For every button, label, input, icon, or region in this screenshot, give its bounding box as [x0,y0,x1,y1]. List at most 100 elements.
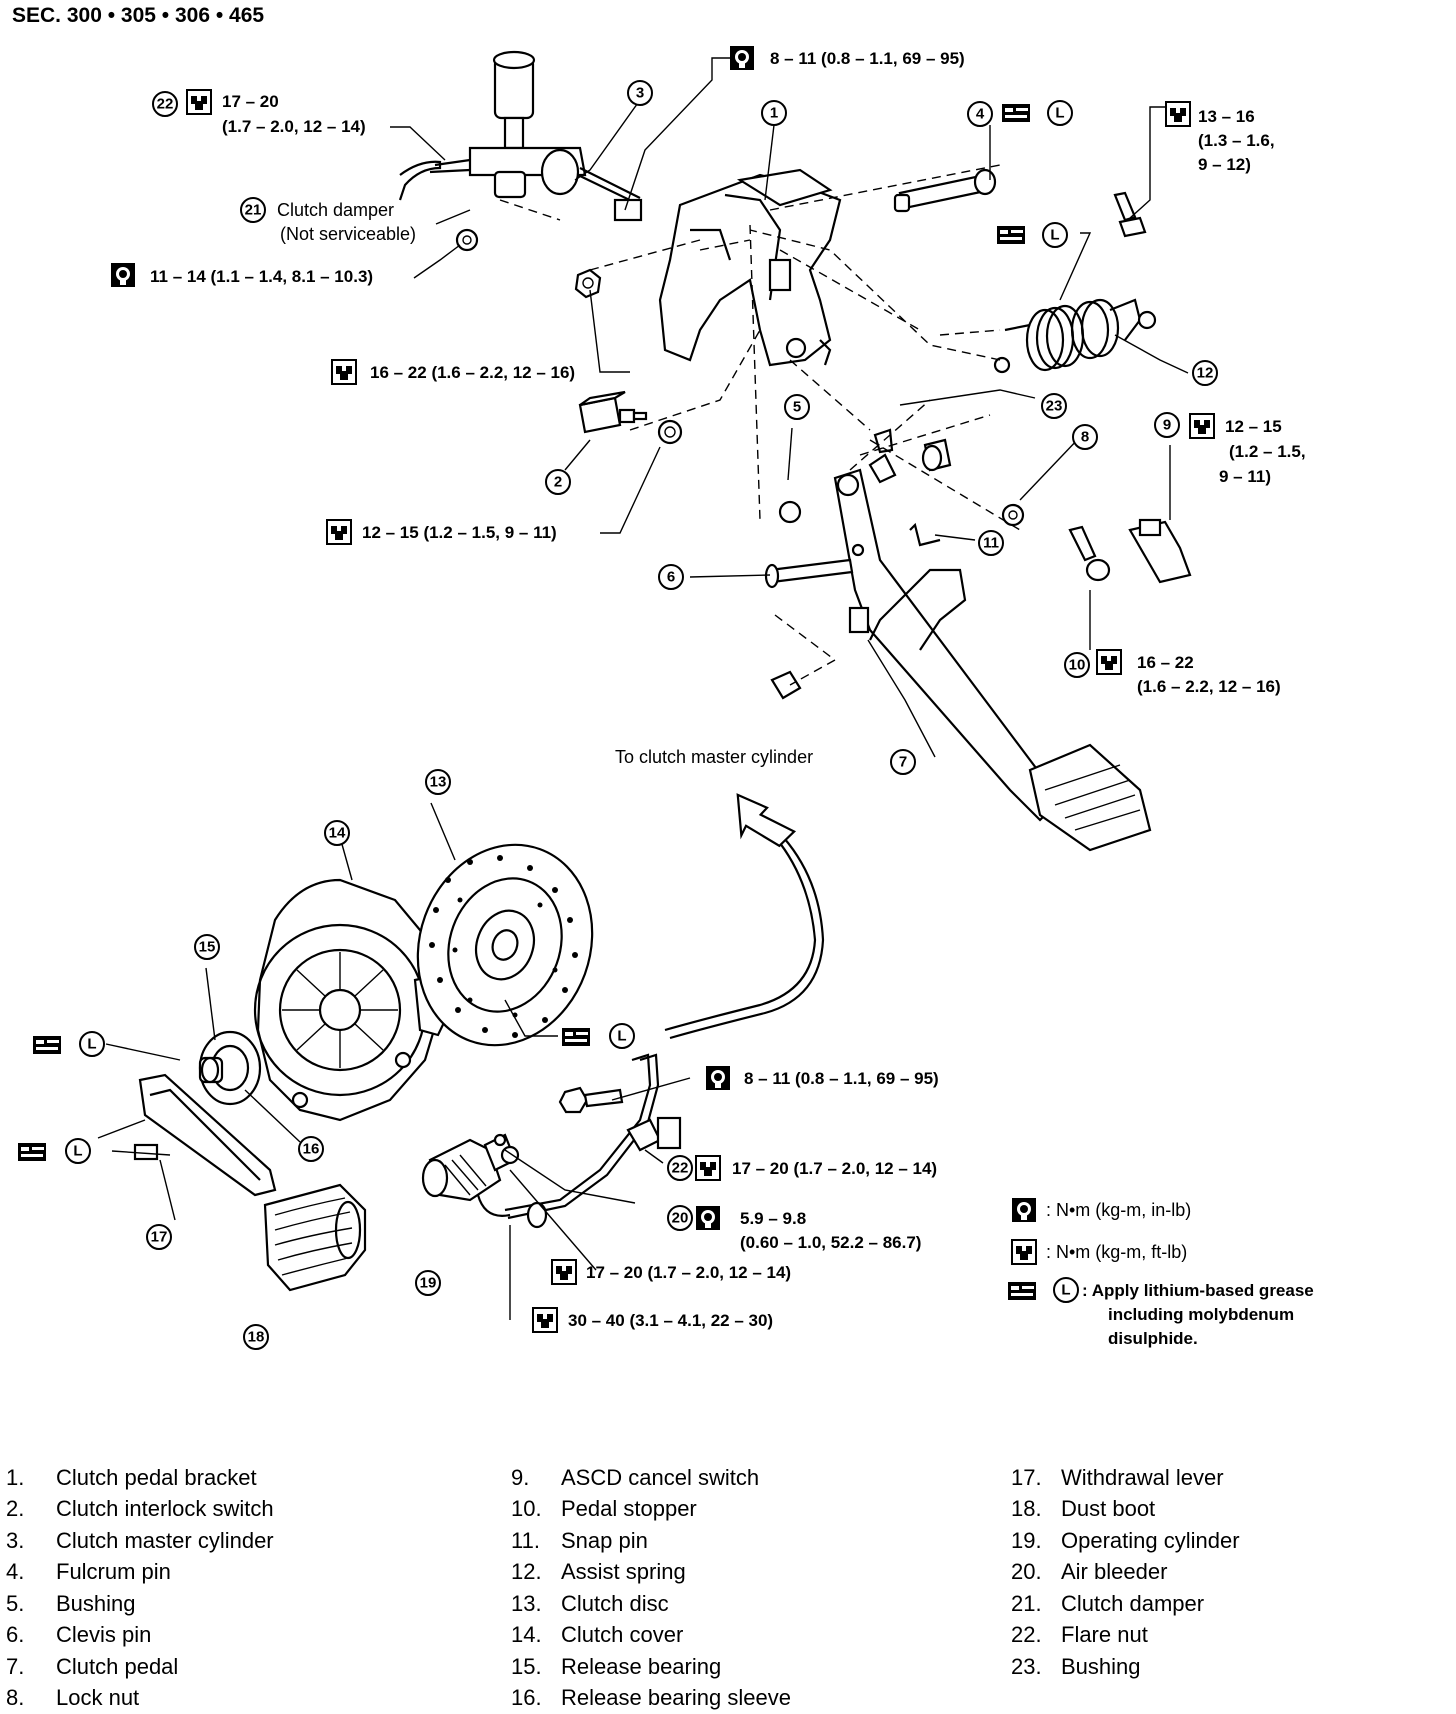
parts-legend-number: 5. [0,1591,56,1617]
parts-legend-name: Snap pin [561,1528,985,1554]
parts-legend-number: 15. [505,1654,561,1680]
parts-legend-number: 8. [0,1685,56,1711]
callout-L-1: L [1048,101,1072,125]
parts-legend-name: Clutch damper [1061,1591,1456,1617]
svg-text:(1.6 – 2.2, 12 – 16): (1.6 – 2.2, 12 – 16) [1137,677,1281,696]
parts-legend-item: 8.Lock nut [0,1683,480,1714]
svg-text:9 – 12): 9 – 12) [1198,155,1251,174]
parts-legend-item: 1.Clutch pedal bracket [0,1462,480,1494]
svg-text:15: 15 [199,939,216,956]
parts-legend-name: Release bearing [561,1654,985,1680]
svg-text:17 – 20 (1.7 – 2.0, 12 – 14): 17 – 20 (1.7 – 2.0, 12 – 14) [732,1159,937,1178]
assist-spring-drawing [995,300,1155,372]
callout-11: 11 [979,531,1003,555]
callout-L-2: L [1043,223,1067,247]
svg-text:10: 10 [1069,657,1086,674]
parts-legend-item: 6.Clevis pin [0,1620,480,1652]
parts-legend-number: 1. [0,1465,56,1491]
svg-text:4: 4 [976,106,985,123]
parts-legend-name: Release bearing sleeve [561,1685,985,1711]
parts-legend-item: 15.Release bearing [505,1651,985,1683]
parts-legend-number: 20. [1005,1559,1061,1585]
svg-text:9: 9 [1163,417,1171,434]
parts-legend-item: 18.Dust boot [1005,1494,1456,1526]
svg-text:18: 18 [248,1329,265,1346]
svg-text:17 – 20 (1.7 – 2.0, 12 – 14): 17 – 20 (1.7 – 2.0, 12 – 14) [586,1263,791,1282]
svg-text:8 – 11 (0.8 – 1.1, 69 – 95): 8 – 11 (0.8 – 1.1, 69 – 95) [770,49,965,68]
parts-legend-item: 10.Pedal stopper [505,1494,985,1526]
svg-text:17: 17 [151,1229,168,1246]
svg-text:22: 22 [157,96,174,113]
parts-legend-item: 2.Clutch interlock switch [0,1494,480,1526]
parts-legend-name: Clevis pin [56,1622,480,1648]
section-header: SEC. 300 • 305 • 306 • 465 [12,4,264,27]
svg-text:: N•m (kg-m, in-lb): : N•m (kg-m, in-lb) [1046,1200,1191,1220]
svg-text:12 – 15 (1.2 – 1.5, 9 – 11): 12 – 15 (1.2 – 1.5, 9 – 11) [362,523,557,542]
svg-text:L: L [87,1036,96,1053]
parts-legend-item: 21.Clutch damper [1005,1588,1456,1620]
parts-legend-name: Clutch pedal [56,1654,480,1680]
svg-text:23: 23 [1046,398,1063,415]
svg-text:L: L [1055,105,1064,122]
parts-legend-number: 18. [1005,1496,1061,1522]
fulcrum-pin-drawing [895,170,995,211]
callout-10: 10 [1065,653,1089,677]
svg-text:7: 7 [899,754,907,771]
parts-legend-number: 12. [505,1559,561,1585]
svg-text:16: 16 [303,1141,320,1158]
svg-text:13 – 16: 13 – 16 [1198,107,1255,126]
callout-16: 16 [299,1137,323,1161]
callout-4: 4 [968,102,992,126]
svg-text:6: 6 [667,569,675,586]
stopper-rubber-drawing [772,672,800,698]
callout-22-top: 22 [153,92,177,116]
operating-cylinder-drawing [423,1135,546,1227]
parts-legend-name: Clutch master cylinder [56,1528,480,1554]
parts-legend-item: 22.Flare nut [1005,1620,1456,1652]
parts-legend-number: 16. [505,1685,561,1711]
parts-legend-name: Fulcrum pin [56,1559,480,1585]
parts-legend-name: Clutch cover [561,1622,985,1648]
callout-9: 9 [1155,413,1179,437]
svg-text:(1.7 – 2.0, 12 – 14): (1.7 – 2.0, 12 – 14) [222,117,366,136]
callout-L-4: L [80,1032,104,1056]
svg-text:(1.3 – 1.6,: (1.3 – 1.6, [1198,131,1275,150]
svg-text:11: 11 [983,535,999,552]
svg-text:(1.2 – 1.5,: (1.2 – 1.5, [1229,442,1306,461]
svg-text:L: L [1061,1282,1070,1299]
parts-legend-name: Clutch interlock switch [56,1496,480,1522]
parts-legend-name: Clutch pedal bracket [56,1465,480,1491]
parts-legend-name: ASCD cancel switch [561,1465,985,1491]
parts-legend-item: 4.Fulcrum pin [0,1557,480,1589]
svg-text:22: 22 [672,1160,689,1177]
bushing-drawing [870,430,950,482]
parts-legend-name: Flare nut [1061,1622,1456,1648]
pedal-stopper-drawing [1070,527,1109,580]
callout-22-bottom: 22 [668,1156,692,1180]
parts-legend-number: 13. [505,1591,561,1617]
parts-legend-name: Bushing [1061,1654,1456,1680]
symbol-key: : N•m (kg-m, in-lb) : N•m (kg-m, ft-lb) … [1008,1198,1314,1348]
parts-legend-number: 3. [0,1528,56,1554]
parts-legend-number: 17. [1005,1465,1061,1491]
parts-legend-number: 22. [1005,1622,1061,1648]
parts-legend-name: Assist spring [561,1559,985,1585]
bolt-drawing [1115,193,1145,236]
parts-legend-number: 19. [1005,1528,1061,1554]
nut-drawing [576,270,600,297]
svg-text:8 – 11 (0.8 – 1.1, 69 – 95): 8 – 11 (0.8 – 1.1, 69 – 95) [744,1069,939,1088]
svg-text:: Apply lithium-based grease: : Apply lithium-based grease [1082,1281,1314,1300]
clutch-cover-drawing [255,880,450,1120]
dust-boot-drawing [265,1185,365,1290]
parts-legend-name: Withdrawal lever [1061,1465,1456,1491]
svg-text:L: L [73,1143,82,1160]
svg-text:2: 2 [554,474,562,491]
callout-3: 3 [628,81,652,105]
svg-text:16 – 22 (1.6 – 2.2, 12 – 16): 16 – 22 (1.6 – 2.2, 12 – 16) [370,363,575,382]
callout-L-5: L [66,1139,90,1163]
parts-legend-name: Dust boot [1061,1496,1456,1522]
svg-text:30 – 40 (3.1 – 4.1, 22 – 30): 30 – 40 (3.1 – 4.1, 22 – 30) [568,1311,773,1330]
callout-6: 6 [659,565,683,589]
